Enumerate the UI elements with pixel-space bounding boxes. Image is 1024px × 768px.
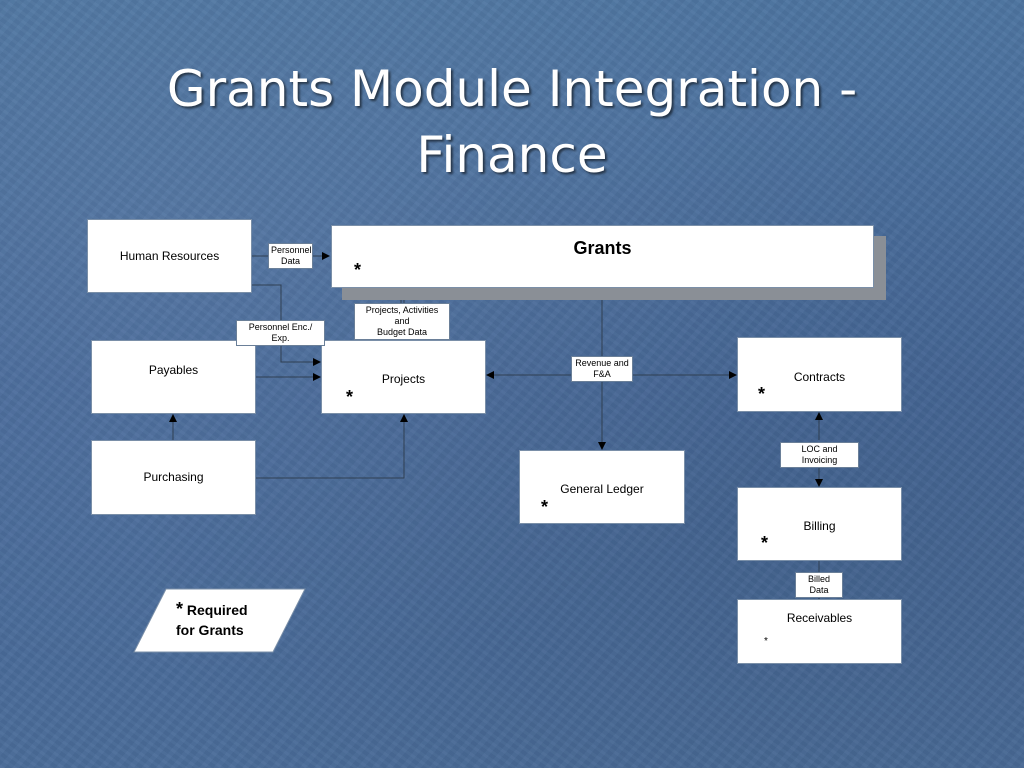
projects-label: Projects (381, 372, 426, 386)
general-ledger-required-marker: * (541, 497, 549, 517)
receivables-label: Receivables (786, 611, 853, 625)
contracts-box: Contracts * (737, 337, 902, 412)
human-resources-box: Human Resources (87, 219, 252, 293)
legend: * Required for Grants (176, 599, 286, 640)
personnel-data-line-2: Data (280, 256, 300, 266)
billed-data-label: Billed Data (795, 572, 843, 598)
grants-box-label: Grants (573, 238, 632, 258)
legend-line-2: for Grants (176, 622, 244, 638)
human-resources-label: Human Resources (119, 249, 220, 263)
grants-box: Grants * (331, 225, 874, 288)
payables-label: Payables (148, 363, 199, 377)
projects-activities-label: Projects, Activities and Budget Data (354, 303, 450, 340)
slide-title: Grants Module Integration - Finance (0, 56, 1024, 188)
purchasing-label: Purchasing (143, 470, 204, 484)
billing-box: Billing * (737, 487, 902, 561)
projects-required-marker: * (346, 387, 354, 407)
legend-line-1: Required (186, 602, 248, 618)
general-ledger-label: General Ledger (560, 482, 644, 496)
revenue-fa-label: Revenue and F&A (571, 356, 633, 382)
revenue-fa-line-1: Revenue and (575, 358, 629, 368)
billing-required-marker: * (761, 533, 769, 553)
receivables-box: Receivables * (737, 599, 902, 664)
slide-title-line-2: Finance (416, 126, 608, 184)
projects-activities-line-2: Budget Data (376, 327, 428, 337)
projects-activities-line-1: Projects, Activities and (365, 305, 439, 326)
contracts-required-marker: * (758, 384, 766, 404)
billing-label: Billing (803, 519, 836, 533)
projects-box: Projects * (321, 340, 486, 414)
payables-box: Payables (91, 340, 256, 414)
purchasing-box: Purchasing (91, 440, 256, 515)
contracts-label: Contracts (793, 370, 846, 384)
personnel-enc-exp-label: Personnel Enc./ Exp. (236, 320, 325, 346)
grants-required-marker: * (354, 260, 362, 280)
receivables-marker: * (764, 636, 768, 647)
slide-title-line-1: Grants Module Integration - (166, 60, 858, 118)
legend-star: * (176, 599, 184, 619)
purchasing-to-projects-line (256, 414, 408, 479)
loc-invoicing-label: LOC and Invoicing (780, 442, 859, 468)
personnel-data-line-1: Personnel (271, 245, 312, 255)
revenue-fa-line-2: F&A (593, 369, 611, 379)
general-ledger-box: General Ledger * (519, 450, 685, 524)
personnel-data-label: Personnel Data (268, 243, 313, 269)
